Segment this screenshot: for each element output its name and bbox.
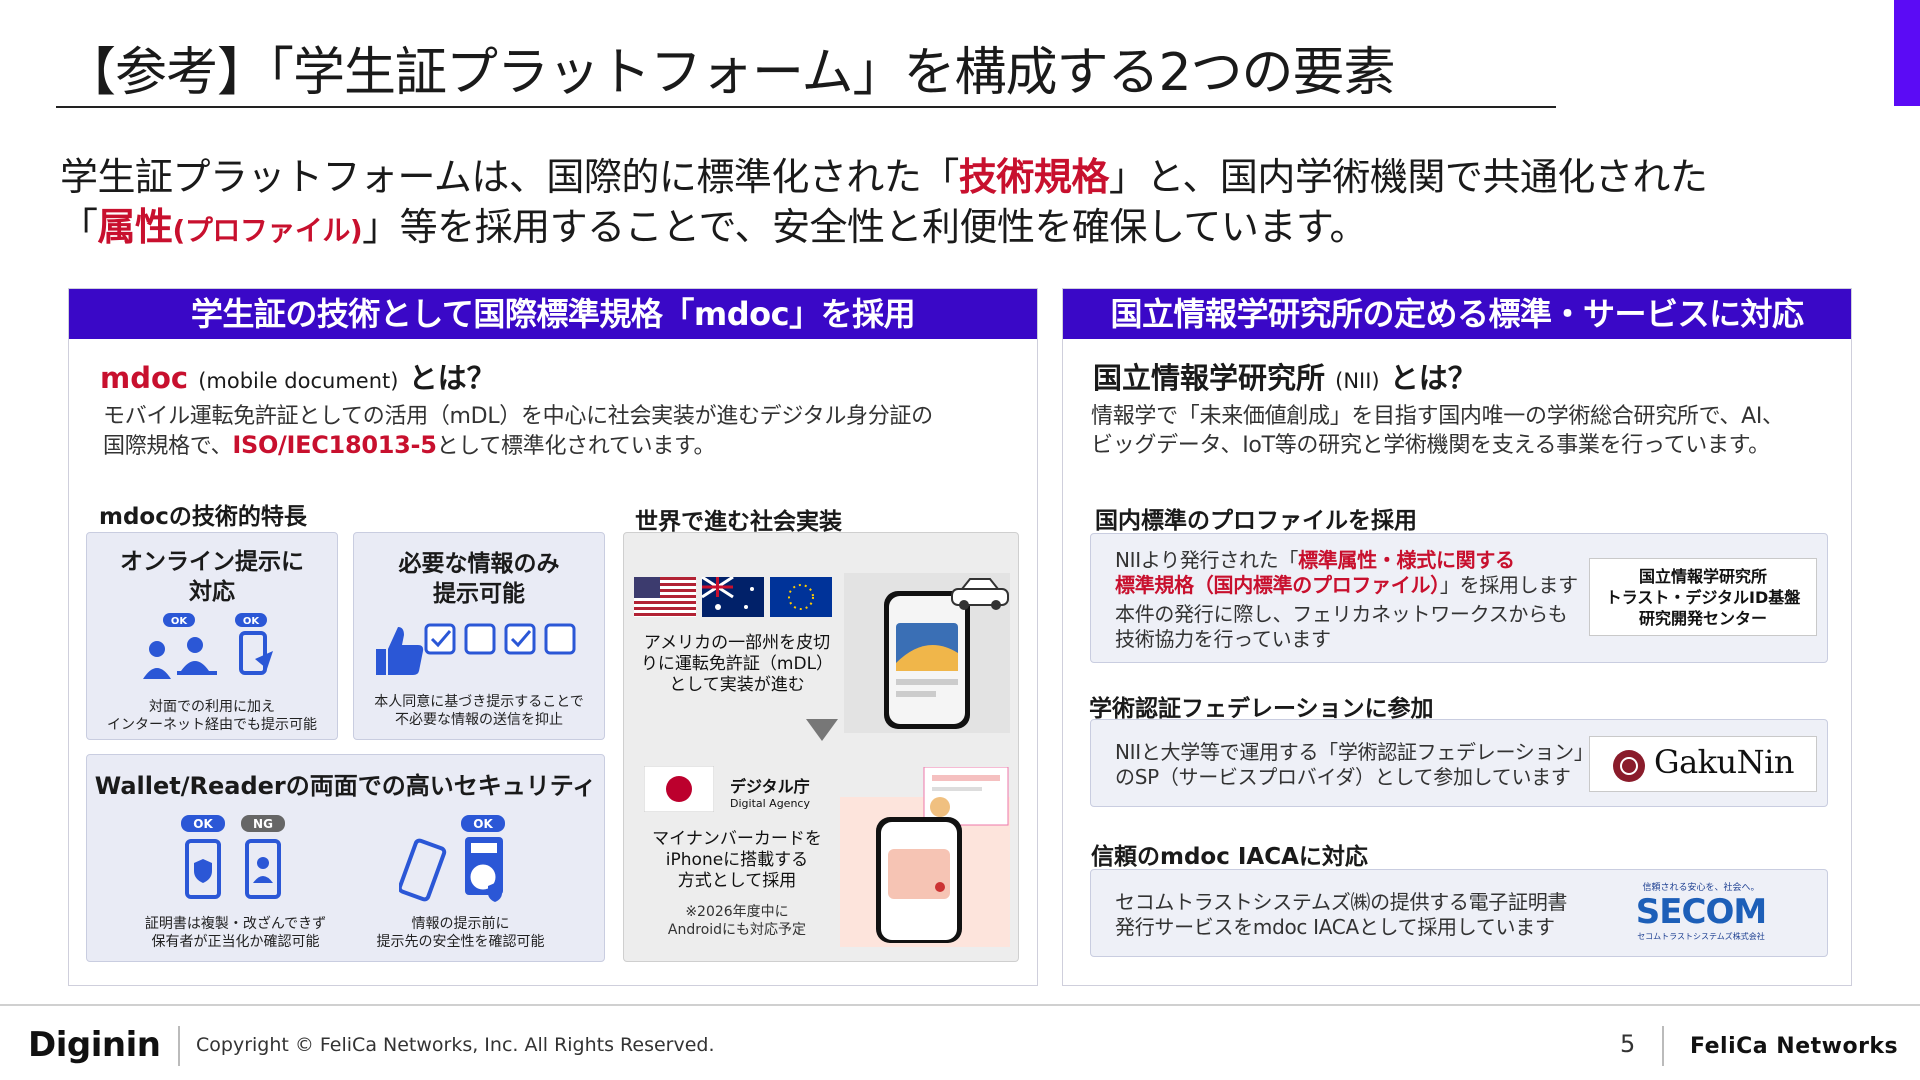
- feature-card-caption: 証明書は複製・改ざんできず保有者が正当化か確認可能: [144, 916, 327, 950]
- gakunin-emblem-icon: [1613, 750, 1645, 782]
- mdoc-description: モバイル運転免許証としての活用（mDL）を中心に社会実装が進むデジタル身分証の …: [103, 402, 933, 461]
- federation-section-label: 学術認証フェデレーションに参加: [1089, 696, 1434, 722]
- footer-separator: [1662, 1026, 1664, 1066]
- profile-text: NIIより発行された「標準属性・様式に関する 標準規格（国内標準のプロファイル）…: [1115, 548, 1578, 651]
- nii-trust-center-logo: 国立情報学研究所トラスト・デジタルID基盤研究開発センター: [1589, 558, 1817, 636]
- gakunin-wordmark: GakuNin: [1654, 743, 1794, 781]
- feature-card-caption: 本人同意に基づき提示することで不必要な情報の送信を抑止: [374, 694, 584, 728]
- mdoc-heading: mdoc (mobile document) とは？: [100, 355, 496, 397]
- left-panel-header: 学生証の技術として国際標準規格「mdoc」を採用: [69, 289, 1037, 339]
- footer-separator: [178, 1026, 180, 1066]
- features-label: mdocの技術的特長: [99, 504, 307, 530]
- gakunin-logo: GakuNin: [1589, 736, 1817, 792]
- profile-card: NIIより発行された「標準属性・様式に関する 標準規格（国内標準のプロファイル）…: [1090, 533, 1828, 663]
- online-presentation-icon: OK OK: [143, 613, 273, 679]
- title-divider: [56, 106, 1556, 108]
- feature-card-security: Wallet/Readerの両面での高いセキュリティ OK NG OK 証明書は…: [86, 754, 605, 962]
- iphone-mynumber-image: [840, 767, 1010, 947]
- federation-text: NIIと大学等で運用する「学術認証フェデレーション」のSP（サービスプロバイダ）…: [1115, 740, 1594, 789]
- feature-card-title: 必要な情報のみ提示可能: [398, 551, 560, 607]
- page-number: 5: [1620, 1030, 1636, 1058]
- digital-agency-label: デジタル庁 Digital Agency: [730, 777, 810, 810]
- diginin-logo: Diginin: [28, 1025, 161, 1065]
- lead-line-2: 「属性(プロファイル)」等を採用することで、安全性と利便性を確保しています。: [60, 202, 1707, 256]
- nii-question: とは？: [1389, 361, 1477, 395]
- federation-card: NIIと大学等で運用する「学術認証フェデレーション」のSP（サービスプロバイダ）…: [1090, 719, 1828, 807]
- footer-divider: [0, 1004, 1920, 1006]
- feature-card-title: Wallet/Readerの両面での高いセキュリティ: [94, 772, 597, 800]
- mdoc-desc-line: モバイル運転免許証としての活用（mDL）を中心に社会実装が進むデジタル身分証の: [103, 404, 933, 429]
- nii-desc-line: 情報学で「未来価値創成」を目指す国内唯一の学術総合研究所で、AI、: [1091, 404, 1784, 429]
- wallet-security-icon: OK NG: [181, 815, 285, 899]
- page-title: 【参考】「学生証プラットフォーム」を構成する2つの要素: [64, 43, 1396, 103]
- lead-text: 学生証プラットフォームは、国際的に標準化された「: [60, 155, 959, 199]
- ok-badge-text: OK: [473, 817, 493, 831]
- lead-paragraph: 学生証プラットフォームは、国際的に標準化された「技術規格」と、国内学術機関で共通…: [60, 152, 1708, 256]
- feature-card-online: オンライン提示に対応 OK OK 対面での利用に加えインターネット経由でも提示可…: [86, 532, 338, 740]
- lead-highlight-profile: (プロファイル): [172, 214, 363, 247]
- lead-line-1: 学生証プラットフォームは、国際的に標準化された「技術規格」と、国内学術機関で共通…: [60, 152, 1708, 202]
- iaca-card: セコムトラストシステムズ㈱の提供する電子証明書発行サービスをmdoc IACAと…: [1090, 869, 1828, 957]
- world-label: 世界で進む社会実装: [635, 509, 842, 535]
- iso-standard: ISO/IEC18013-5: [232, 431, 437, 459]
- felica-networks-logo: FeliCa Networks: [1690, 1034, 1899, 1059]
- accent-bar: [1894, 0, 1920, 106]
- mdoc-question: とは？: [408, 361, 496, 395]
- feature-card-caption: 情報の提示前に提示先の安全性を確認可能: [376, 916, 545, 950]
- ng-badge-text: NG: [253, 817, 273, 831]
- lead-text: 「: [60, 205, 98, 249]
- lead-text: 」と、国内学術機関で共通化された: [1108, 155, 1708, 199]
- nii-heading: 国立情報学研究所 (NII) とは？: [1093, 355, 1477, 397]
- lead-highlight-tech: 技術規格: [958, 155, 1110, 199]
- mdoc-sub: (mobile document): [198, 369, 399, 393]
- lead-highlight-attr: 属性: [97, 205, 174, 249]
- right-panel: 国立情報学研究所の定める標準・サービスに対応 国立情報学研究所 (NII) とは…: [1062, 288, 1852, 986]
- nii-term: 国立情報学研究所: [1093, 361, 1326, 395]
- japan-flag-icon: [644, 766, 714, 812]
- iphone-mdl-image: [844, 573, 1010, 733]
- ok-badge-text: OK: [243, 616, 261, 627]
- world-implementation-box: アメリカの一部州を皮切りに運転免許証（mDL）として実装が進む デジタル庁 Di…: [623, 532, 1019, 962]
- profile-highlight: 標準属性・様式に関する: [1298, 548, 1515, 572]
- profile-section-label: 国内標準のプロファイルを採用: [1095, 508, 1417, 534]
- feature-card-caption: 対面での利用に加えインターネット経由でも提示可能: [107, 699, 317, 733]
- down-arrow-icon: [806, 719, 838, 741]
- selective-disclosure-icon: [376, 623, 576, 675]
- flags-icon: [634, 577, 832, 617]
- feature-card-title: オンライン提示に対応: [120, 549, 304, 605]
- nii-sub: (NII): [1335, 369, 1380, 393]
- mdoc-term: mdoc: [100, 361, 189, 395]
- mdoc-desc-text: として標準化されています。: [436, 434, 716, 459]
- secom-logo: 信頼される安心を、社会へ。 SECOM セコムトラストシステムズ株式会社: [1635, 883, 1767, 941]
- right-panel-header: 国立情報学研究所の定める標準・サービスに対応: [1063, 289, 1851, 339]
- iaca-section-label: 信頼のmdoc IACAに対応: [1091, 844, 1368, 870]
- nii-desc-line: ビッグデータ、IoT等の研究と学術機関を支える事業を行っています。: [1091, 433, 1770, 458]
- reader-security-icon: OK: [399, 815, 505, 902]
- nii-description: 情報学で「未来価値創成」を目指す国内唯一の学術総合研究所で、AI、 ビッグデータ…: [1091, 402, 1784, 460]
- left-panel: 学生証の技術として国際標準規格「mdoc」を採用 mdoc (mobile do…: [68, 288, 1038, 986]
- ok-badge-text: OK: [171, 616, 189, 627]
- mdoc-desc-text: 国際規格で、: [103, 434, 233, 459]
- iaca-text: セコムトラストシステムズ㈱の提供する電子証明書発行サービスをmdoc IACAと…: [1115, 890, 1568, 939]
- copyright-text: Copyright © FeliCa Networks, Inc. All Ri…: [196, 1034, 715, 1056]
- feature-card-selective: 必要な情報のみ提示可能 本人同意に基づき提示することで不必要な情報の送信を抑止: [353, 532, 605, 740]
- profile-highlight: 標準規格（国内標準のプロファイル）: [1115, 573, 1440, 597]
- us-description: アメリカの一部州を皮切りに運転免許証（mDL）として実装が進む: [640, 633, 834, 695]
- lead-text: 」等を採用することで、安全性と利便性を確保しています。: [362, 205, 1368, 249]
- ok-badge-text: OK: [193, 817, 213, 831]
